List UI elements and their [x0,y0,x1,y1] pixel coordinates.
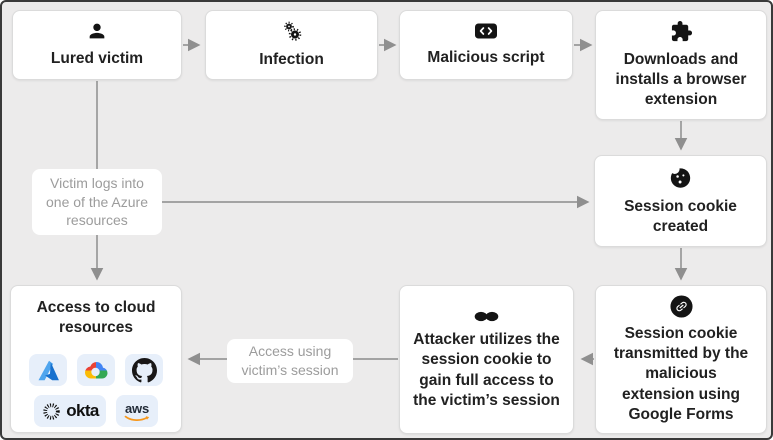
edge-label-access-session: Access using victim’s session [227,339,353,383]
okta-wordmark: okta [66,401,99,421]
okta-logo: okta [34,395,106,428]
link-icon [669,294,694,319]
node-infection: Infection [205,10,378,80]
node-label: Lured victim [50,50,144,68]
logo-row-1 [29,354,163,387]
node-label: Infection [259,51,324,69]
node-label: Access to cloud resources [36,299,156,337]
edge-label-azure-login: Victim logs into one of the Azure resour… [32,169,162,235]
edge-label-text: Access using victim’s session [241,343,339,378]
aws-smile-icon [124,415,150,421]
github-icon [125,354,163,387]
node-session-cookie-transmitted: Session cookie transmitted by the malici… [595,285,767,434]
aws-wordmark: aws [125,400,149,416]
node-label: Downloads and installs a browser extensi… [615,50,747,109]
node-browser-extension: Downloads and installs a browser extensi… [595,10,767,120]
code-icon [474,21,498,41]
node-session-cookie-created: Session cookie created [594,155,767,247]
azure-icon [29,354,67,387]
person-icon [86,20,108,42]
node-label: Session cookie transmitted by the malici… [613,325,749,423]
google-cloud-icon [77,354,115,387]
okta-sunburst-icon [43,403,60,420]
node-attacker-session-access: Attacker utilizes the session cookie to … [399,285,574,434]
aws-logo: aws [116,395,158,428]
edge-label-text: Victim logs into one of the Azure resour… [46,174,148,229]
node-malicious-script: Malicious script [399,10,573,80]
cookie-icon [668,164,693,190]
node-label: Malicious script [427,49,545,67]
node-label: Session cookie created [624,197,737,235]
puzzle-icon [670,20,693,43]
logo-row-2: okta aws [29,395,163,428]
node-access-cloud-resources: Access to cloud resources [10,285,182,433]
mask-icon [473,308,500,325]
node-label: Attacker utilizes the session cookie to … [413,331,560,409]
node-lured-victim: Lured victim [12,10,182,80]
virus-icon [280,19,304,43]
